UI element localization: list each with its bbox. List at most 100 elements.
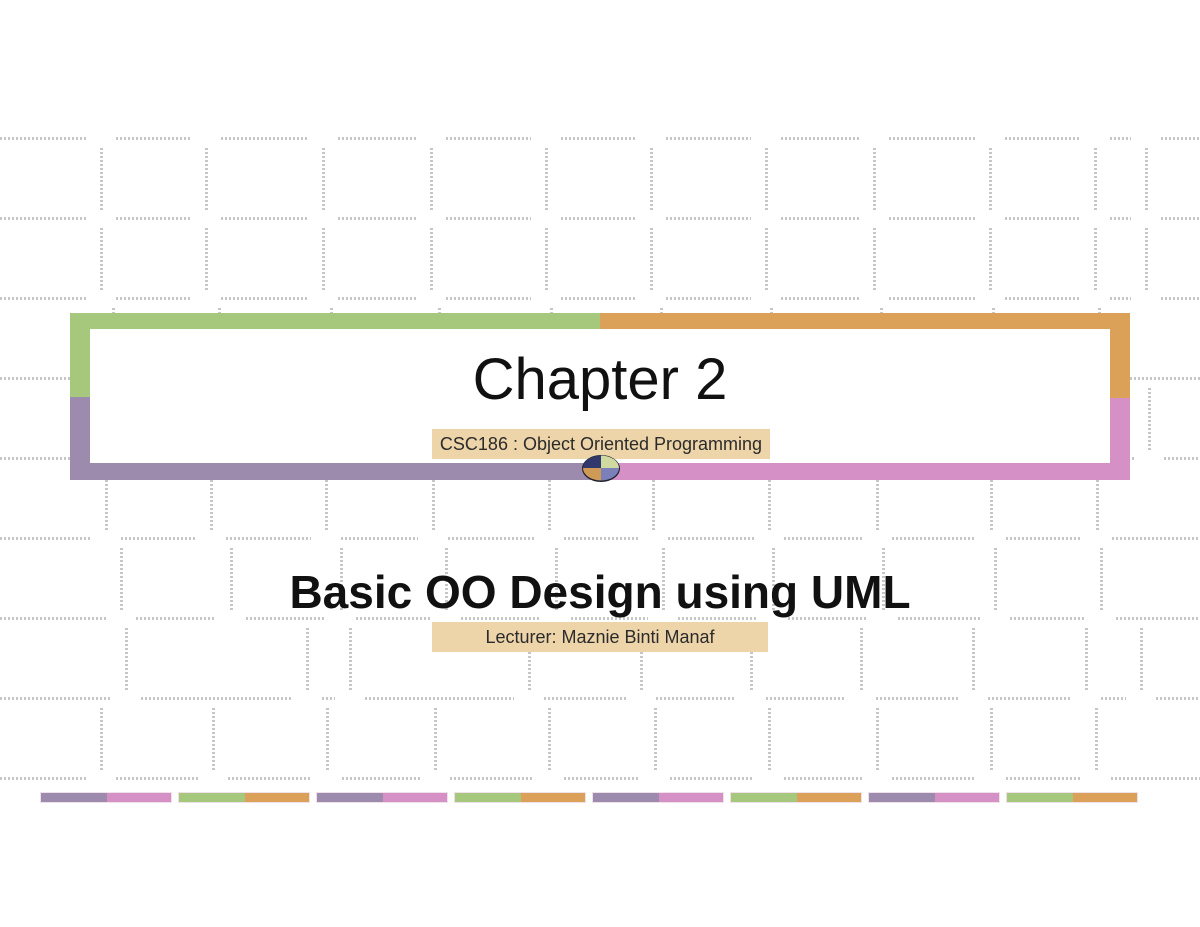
grid-line-h	[0, 457, 81, 460]
grid-line-v	[1100, 546, 1103, 610]
grid-line-v	[1094, 226, 1097, 290]
frame-right-lower-segment	[1110, 398, 1130, 480]
grid-line-h	[338, 217, 416, 220]
footer-bar	[592, 792, 724, 803]
grid-line-h	[656, 697, 736, 700]
footer-bar-right-half	[383, 793, 447, 802]
grid-line-h	[1161, 137, 1200, 140]
footer-bar-right-half	[107, 793, 171, 802]
grid-line-h	[1110, 137, 1131, 140]
grid-line-v	[325, 466, 328, 530]
grid-line-h	[446, 137, 531, 140]
grid-line-h	[0, 697, 111, 700]
footer-bar-right-half	[1073, 793, 1137, 802]
grid-line-h	[781, 137, 859, 140]
footer-bar	[868, 792, 1000, 803]
grid-line-h	[0, 297, 86, 300]
slide-title: Chapter 2	[472, 347, 728, 412]
grid-line-h	[246, 617, 326, 620]
grid-line-v	[434, 706, 437, 770]
grid-line-h	[666, 217, 751, 220]
grid-line-h	[136, 617, 216, 620]
grid-line-h	[1114, 377, 1200, 380]
grid-line-h	[1110, 297, 1131, 300]
grid-line-v	[545, 226, 548, 290]
grid-line-h	[365, 697, 514, 700]
grid-line-v	[349, 626, 352, 690]
grid-line-h	[1111, 777, 1200, 780]
grid-line-v	[989, 226, 992, 290]
footer-bar-left-half	[869, 793, 935, 802]
grid-line-h	[221, 137, 308, 140]
grid-line-h	[342, 777, 420, 780]
grid-line-h	[448, 537, 534, 540]
lecturer-badge: Lecturer: Maznie Binti Manaf	[432, 622, 768, 652]
footer-bar-right-half	[659, 793, 723, 802]
grid-line-h	[1101, 697, 1126, 700]
grid-line-v	[322, 146, 325, 210]
grid-line-v	[212, 706, 215, 770]
grid-line-h	[898, 617, 980, 620]
grid-line-v	[876, 706, 879, 770]
footer-bar	[730, 792, 862, 803]
grid-line-v	[445, 546, 448, 610]
course-badge: CSC186 : Object Oriented Programming	[432, 429, 770, 459]
grid-line-v	[528, 626, 531, 690]
grid-line-h	[1161, 217, 1200, 220]
grid-line-h	[892, 777, 976, 780]
grid-line-v	[860, 626, 863, 690]
footer-bar-left-half	[593, 793, 659, 802]
grid-line-v	[662, 546, 665, 610]
grid-line-h	[781, 297, 859, 300]
footer-bar	[40, 792, 172, 803]
footer-bar	[316, 792, 448, 803]
grid-line-v	[994, 546, 997, 610]
grid-line-v	[873, 226, 876, 290]
grid-line-h	[1112, 537, 1200, 540]
grid-line-v	[205, 146, 208, 210]
grid-line-h	[892, 537, 976, 540]
grid-line-v	[768, 706, 771, 770]
grid-line-v	[1140, 626, 1143, 690]
grid-line-h	[228, 777, 312, 780]
footer-bar-right-half	[797, 793, 861, 802]
grid-line-h	[446, 217, 531, 220]
grid-line-h	[0, 137, 86, 140]
grid-line-h	[788, 617, 868, 620]
frame-top-right-segment	[600, 313, 1130, 329]
frame-top-left-segment	[70, 313, 600, 329]
footer-bar-left-half	[731, 793, 797, 802]
grid-line-h	[221, 217, 308, 220]
grid-line-v	[873, 146, 876, 210]
grid-line-h	[544, 697, 626, 700]
grid-line-v	[548, 706, 551, 770]
grid-line-v	[990, 706, 993, 770]
grid-line-h	[1006, 777, 1081, 780]
grid-line-h	[0, 777, 86, 780]
grid-line-h	[1156, 697, 1200, 700]
grid-line-h	[1161, 297, 1200, 300]
grid-line-v	[1094, 146, 1097, 210]
grid-line-h	[784, 777, 862, 780]
grid-line-v	[765, 226, 768, 290]
grid-line-h	[322, 697, 335, 700]
grid-line-v	[120, 546, 123, 610]
grid-line-v	[548, 466, 551, 530]
footer-bars	[0, 792, 1200, 804]
grid-line-h	[1010, 617, 1086, 620]
frame-left-upper-segment	[70, 313, 90, 397]
grid-line-v	[430, 146, 433, 210]
grid-line-h	[121, 537, 196, 540]
lecturer-badge-label: Lecturer: Maznie Binti Manaf	[485, 627, 715, 647]
grid-line-v	[1096, 466, 1099, 530]
grid-line-v	[772, 546, 775, 610]
grid-line-h	[116, 777, 198, 780]
footer-bar-left-half	[317, 793, 383, 802]
grid-line-h	[116, 297, 191, 300]
grid-line-v	[882, 546, 885, 610]
footer-bar-left-half	[455, 793, 521, 802]
grid-line-v	[989, 146, 992, 210]
grid-line-h	[226, 537, 311, 540]
grid-line-v	[990, 466, 993, 530]
grid-line-h	[561, 137, 636, 140]
